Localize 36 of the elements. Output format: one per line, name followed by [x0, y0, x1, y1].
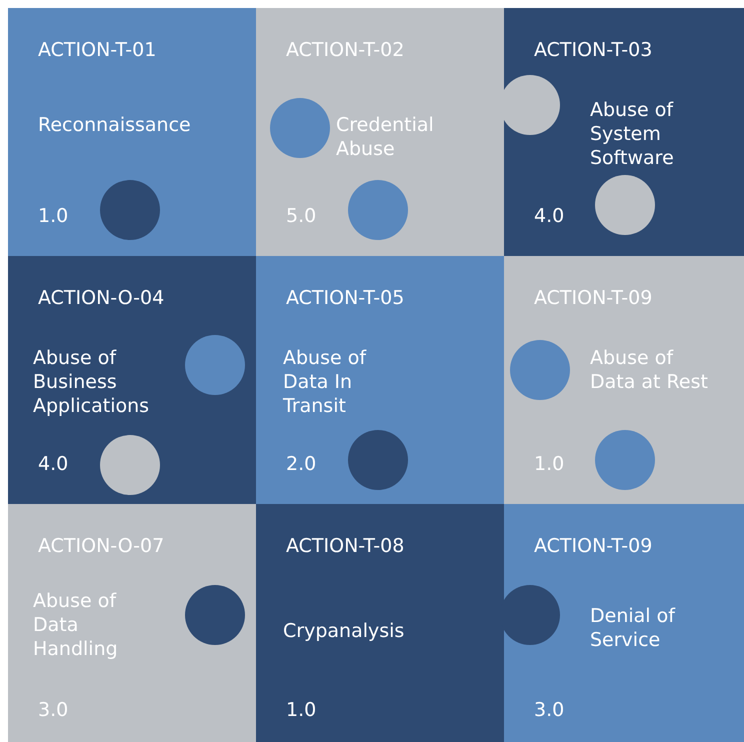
action-code: ACTION-T-09 — [534, 534, 652, 558]
score: 5.0 — [286, 204, 316, 228]
puzzle-piece — [504, 256, 744, 504]
action-title: Abuse of Business Applications — [33, 346, 150, 418]
score: 1.0 — [534, 452, 564, 476]
puzzle-piece — [8, 8, 256, 256]
action-code: ACTION-T-05 — [286, 286, 404, 310]
score: 1.0 — [286, 698, 316, 722]
action-title: Denial of Service — [590, 604, 676, 652]
action-code: ACTION-T-03 — [534, 38, 652, 62]
puzzle-piece — [8, 256, 256, 504]
action-title: Reconnaissance — [38, 113, 192, 137]
action-code: ACTION-T-01 — [38, 38, 156, 62]
score: 3.0 — [38, 698, 68, 722]
puzzle-piece — [504, 8, 744, 256]
action-code: ACTION-O-07 — [38, 534, 164, 558]
score: 4.0 — [38, 452, 68, 476]
score: 3.0 — [534, 698, 564, 722]
score: 1.0 — [38, 204, 68, 228]
action-title: Abuse of Data In Transit — [283, 346, 368, 418]
action-title: Abuse of System Software — [590, 98, 675, 170]
action-code: ACTION-T-09 — [534, 286, 652, 310]
action-title: Abuse of Data Handling — [33, 589, 119, 661]
score: 4.0 — [534, 204, 564, 228]
action-title: Crypanalysis — [283, 619, 406, 643]
action-code: ACTION-T-08 — [286, 534, 404, 558]
puzzle-piece — [256, 504, 504, 742]
score: 2.0 — [286, 452, 316, 476]
puzzle-piece — [256, 8, 504, 256]
action-code: ACTION-T-02 — [286, 38, 404, 62]
puzzle-piece — [256, 256, 504, 504]
action-title: Credential Abuse — [336, 113, 435, 161]
puzzle-piece — [8, 504, 256, 742]
action-code: ACTION-O-04 — [38, 286, 164, 310]
action-title: Abuse of Data at Rest — [590, 346, 709, 394]
puzzle-piece — [504, 504, 744, 742]
